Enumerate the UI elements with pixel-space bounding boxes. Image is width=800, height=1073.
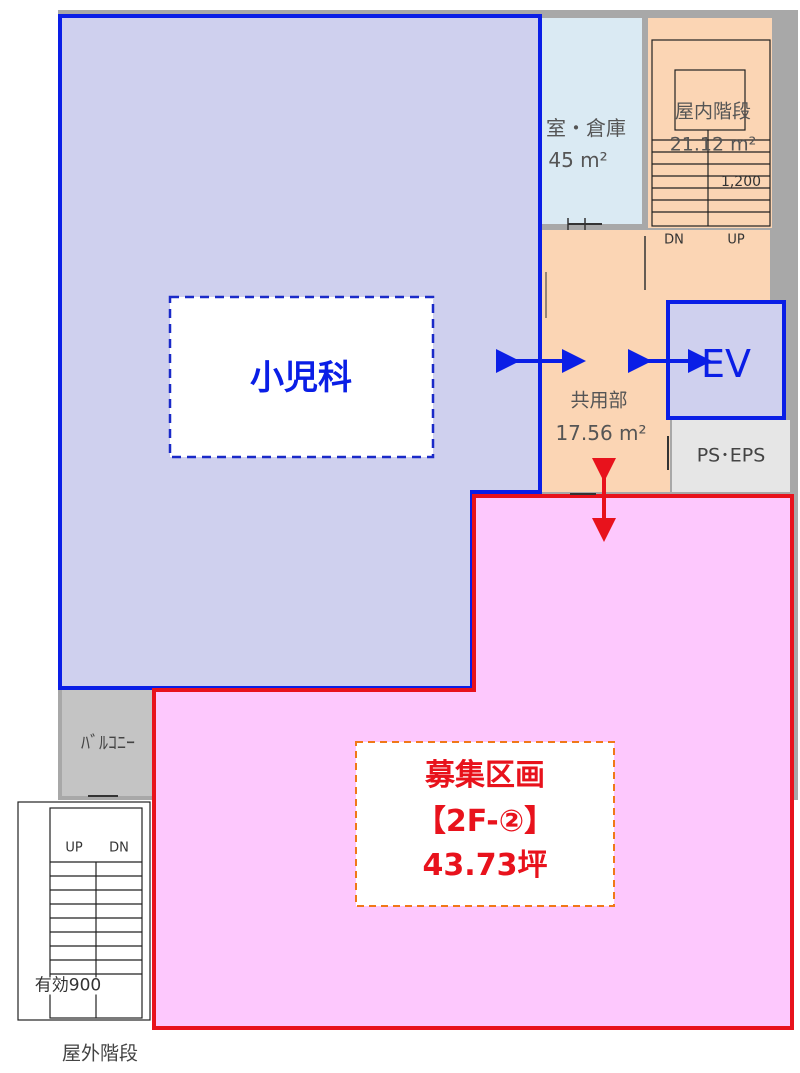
- outdoor-stairs-dn: DN: [109, 840, 129, 856]
- storage-room: [542, 18, 642, 224]
- indoor-stairs-treads: [651, 39, 771, 227]
- balcony: [62, 688, 156, 796]
- outdoor-stairs-width: 有効900: [34, 975, 102, 996]
- pediatrics-label-box: [168, 295, 435, 459]
- indoor-stairs-area: 21.12 m²: [669, 133, 757, 156]
- common-area-label: 17.56 m²: [555, 421, 647, 445]
- common-name: 共用部: [570, 389, 628, 412]
- balcony-label: ﾊﾞﾙｺﾆｰ: [81, 733, 135, 754]
- storage-name: 室・倉庫: [546, 116, 626, 140]
- elevator-label: EV: [700, 342, 752, 386]
- ps-eps-room: [672, 420, 790, 492]
- indoor-stairs: [648, 18, 772, 228]
- ps-eps-label: PS･EPS: [696, 444, 766, 467]
- indoor-stairs-width: 1,200: [720, 174, 762, 190]
- recruit-line1: 募集区画: [425, 758, 545, 793]
- outdoor-stairs-name: 屋外階段: [61, 1042, 139, 1065]
- pediatrics-label: 小児科: [250, 358, 352, 398]
- indoor-stairs-name: 屋内階段: [674, 100, 752, 123]
- indoor-stairs-up: UP: [727, 232, 745, 248]
- recruit-line3: 43.73坪: [422, 848, 548, 883]
- indoor-stairs-dn: DN: [664, 232, 684, 248]
- recruit-line2: 【2F-②】: [415, 804, 555, 839]
- common-area-right: [640, 230, 770, 302]
- storage-area: 45 m²: [548, 148, 608, 172]
- recruit-label-box: [355, 741, 615, 907]
- outdoor-stairs-up: UP: [65, 840, 83, 856]
